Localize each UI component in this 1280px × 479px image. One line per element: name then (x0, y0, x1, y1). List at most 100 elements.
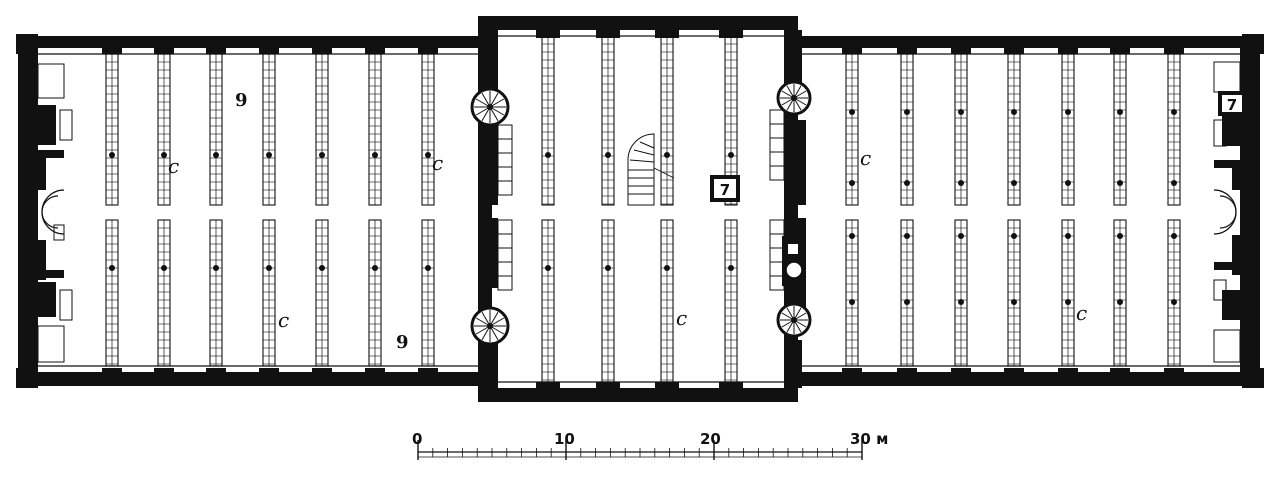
pilaster (102, 368, 122, 384)
book-stack (368, 53, 382, 206)
corner-pier (16, 368, 38, 388)
book-stack (845, 53, 859, 206)
book-stack (1113, 53, 1127, 206)
book-stack (209, 53, 223, 206)
pilaster (312, 368, 332, 384)
boxed-label-right: 7 (1218, 91, 1246, 116)
right-wing-bottom-wall (798, 372, 1260, 386)
book-stack (209, 219, 223, 367)
end-spiral-stairs (41, 189, 1237, 235)
left-stair-bottom (37, 325, 65, 363)
pilaster (1058, 368, 1078, 384)
pilaster (206, 368, 226, 384)
center-bottom-wall (478, 388, 796, 402)
pilaster (154, 40, 174, 54)
pilaster (1110, 40, 1130, 54)
east-pier-top (790, 30, 802, 85)
book-stack (262, 219, 276, 367)
corner-pier (1242, 368, 1264, 388)
pilaster (897, 368, 917, 384)
scale-tick-label: 0 (412, 430, 422, 448)
right-stair-bottom (1213, 329, 1241, 363)
pilaster (1004, 368, 1024, 384)
pilaster (1164, 40, 1184, 54)
pilaster (1058, 40, 1078, 54)
spiral-stair (470, 306, 510, 346)
left-stair-top (37, 63, 65, 99)
book-stack (954, 53, 968, 206)
room-label-9: 9 (396, 332, 409, 353)
center-top-wall (478, 16, 796, 30)
west-pier-top (484, 30, 498, 90)
book-stack (157, 53, 171, 206)
book-stack (660, 219, 674, 383)
pilaster (536, 22, 560, 38)
room-label-7: 7 (1227, 96, 1237, 114)
pilaster (154, 368, 174, 384)
book-stack (368, 219, 382, 367)
west-partition-upper (484, 120, 498, 205)
pilaster (418, 368, 438, 384)
corner-pier (1242, 34, 1264, 54)
pilaster (719, 22, 743, 38)
pilaster (951, 40, 971, 54)
pilaster (365, 368, 385, 384)
boxed-label-center: 7 (710, 175, 740, 202)
book-stack (105, 53, 119, 206)
room-label-c: c (860, 146, 871, 170)
spiral-stair (776, 80, 812, 116)
pilaster (206, 40, 226, 54)
book-stack (1061, 53, 1075, 206)
book-stack (601, 219, 615, 383)
left-wing-top-wall (18, 36, 482, 48)
room-label-7: 7 (720, 181, 730, 199)
pilaster (259, 368, 279, 384)
west-pier-bottom (484, 340, 498, 388)
book-stack (105, 219, 119, 367)
book-stack (845, 219, 859, 367)
spiral-staircases (470, 80, 812, 346)
wall-pilasters (16, 22, 1264, 398)
pilaster (102, 40, 122, 54)
spiral-stair (470, 87, 510, 127)
room-label-c: c (1076, 301, 1087, 325)
central-partitions (484, 30, 806, 388)
corner-pier (16, 34, 38, 54)
pilaster (536, 382, 560, 398)
left-end-rooms (37, 63, 73, 363)
book-stack (421, 53, 435, 206)
left-end-solid (38, 105, 64, 317)
east-partition-upper (792, 120, 806, 205)
room-label-9: 9 (235, 90, 248, 111)
pilaster (259, 40, 279, 54)
left-wing-bottom-wall (18, 372, 482, 386)
room-label-c: c (278, 308, 289, 332)
pilaster (1004, 40, 1024, 54)
wall-inner-lines (38, 35, 1240, 383)
book-stack (1007, 219, 1021, 367)
right-wing-top-wall (798, 36, 1260, 48)
book-stack (541, 35, 555, 206)
book-stack (954, 219, 968, 367)
book-stack (900, 219, 914, 367)
book-stack (262, 53, 276, 206)
scale-tick-label: 30 м (850, 430, 888, 448)
book-stack (660, 35, 674, 206)
pilaster (418, 40, 438, 54)
book-stack (1061, 219, 1075, 367)
scale-bar: 0 10 20 30 м (412, 430, 888, 460)
pilaster (312, 40, 332, 54)
east-pier-bottom (790, 340, 802, 388)
pilaster (596, 22, 620, 38)
book-stack (421, 219, 435, 367)
room-label-c: c (432, 151, 443, 175)
book-stack (1167, 53, 1181, 206)
pilaster (897, 40, 917, 54)
scale-tick-label: 10 (554, 430, 575, 448)
central-stair (627, 133, 675, 206)
book-stacks (105, 35, 1181, 383)
book-stack (601, 35, 615, 206)
room-labels: c c c c c c 9 9 (168, 90, 1087, 353)
right-end-solid (1214, 110, 1240, 320)
